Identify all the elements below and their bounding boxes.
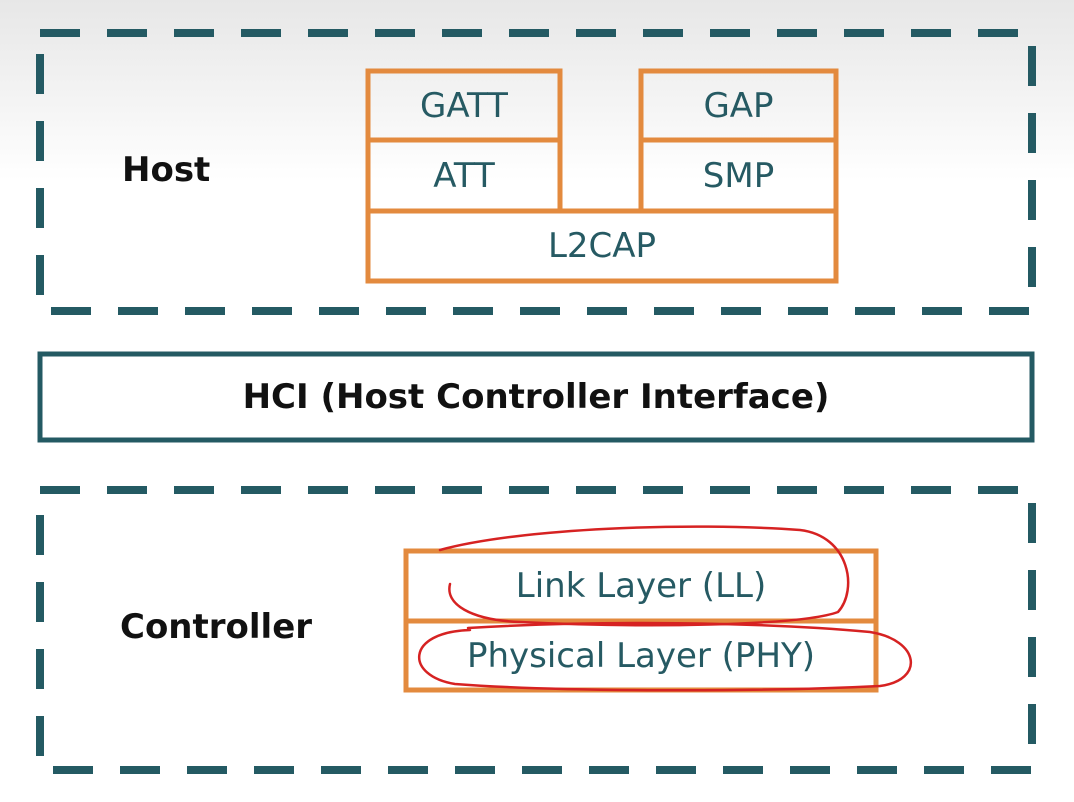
gatt-label: GATT [420, 85, 508, 126]
att-label: ATT [433, 155, 495, 196]
link-layer-label: Link Layer (LL) [515, 566, 767, 606]
gap-label: GAP [703, 85, 774, 126]
l2cap-label: L2CAP [547, 226, 657, 266]
physical-layer-annotation [417, 621, 912, 692]
host-dashed-container [36, 29, 1036, 315]
controller-dashed-container [36, 486, 1036, 774]
controller-label: Controller [120, 607, 313, 647]
host-protocol-stack [365, 68, 839, 284]
host-label: Host [122, 150, 211, 190]
hci-label: HCI (Host Controller Interface) [242, 377, 830, 417]
l2cap-box [365, 208, 839, 284]
link-layer-annotation [438, 525, 850, 627]
hci-box [37, 351, 1035, 443]
smp-label: SMP [702, 155, 775, 196]
physical-layer-label: Physical Layer (PHY) [466, 635, 816, 676]
